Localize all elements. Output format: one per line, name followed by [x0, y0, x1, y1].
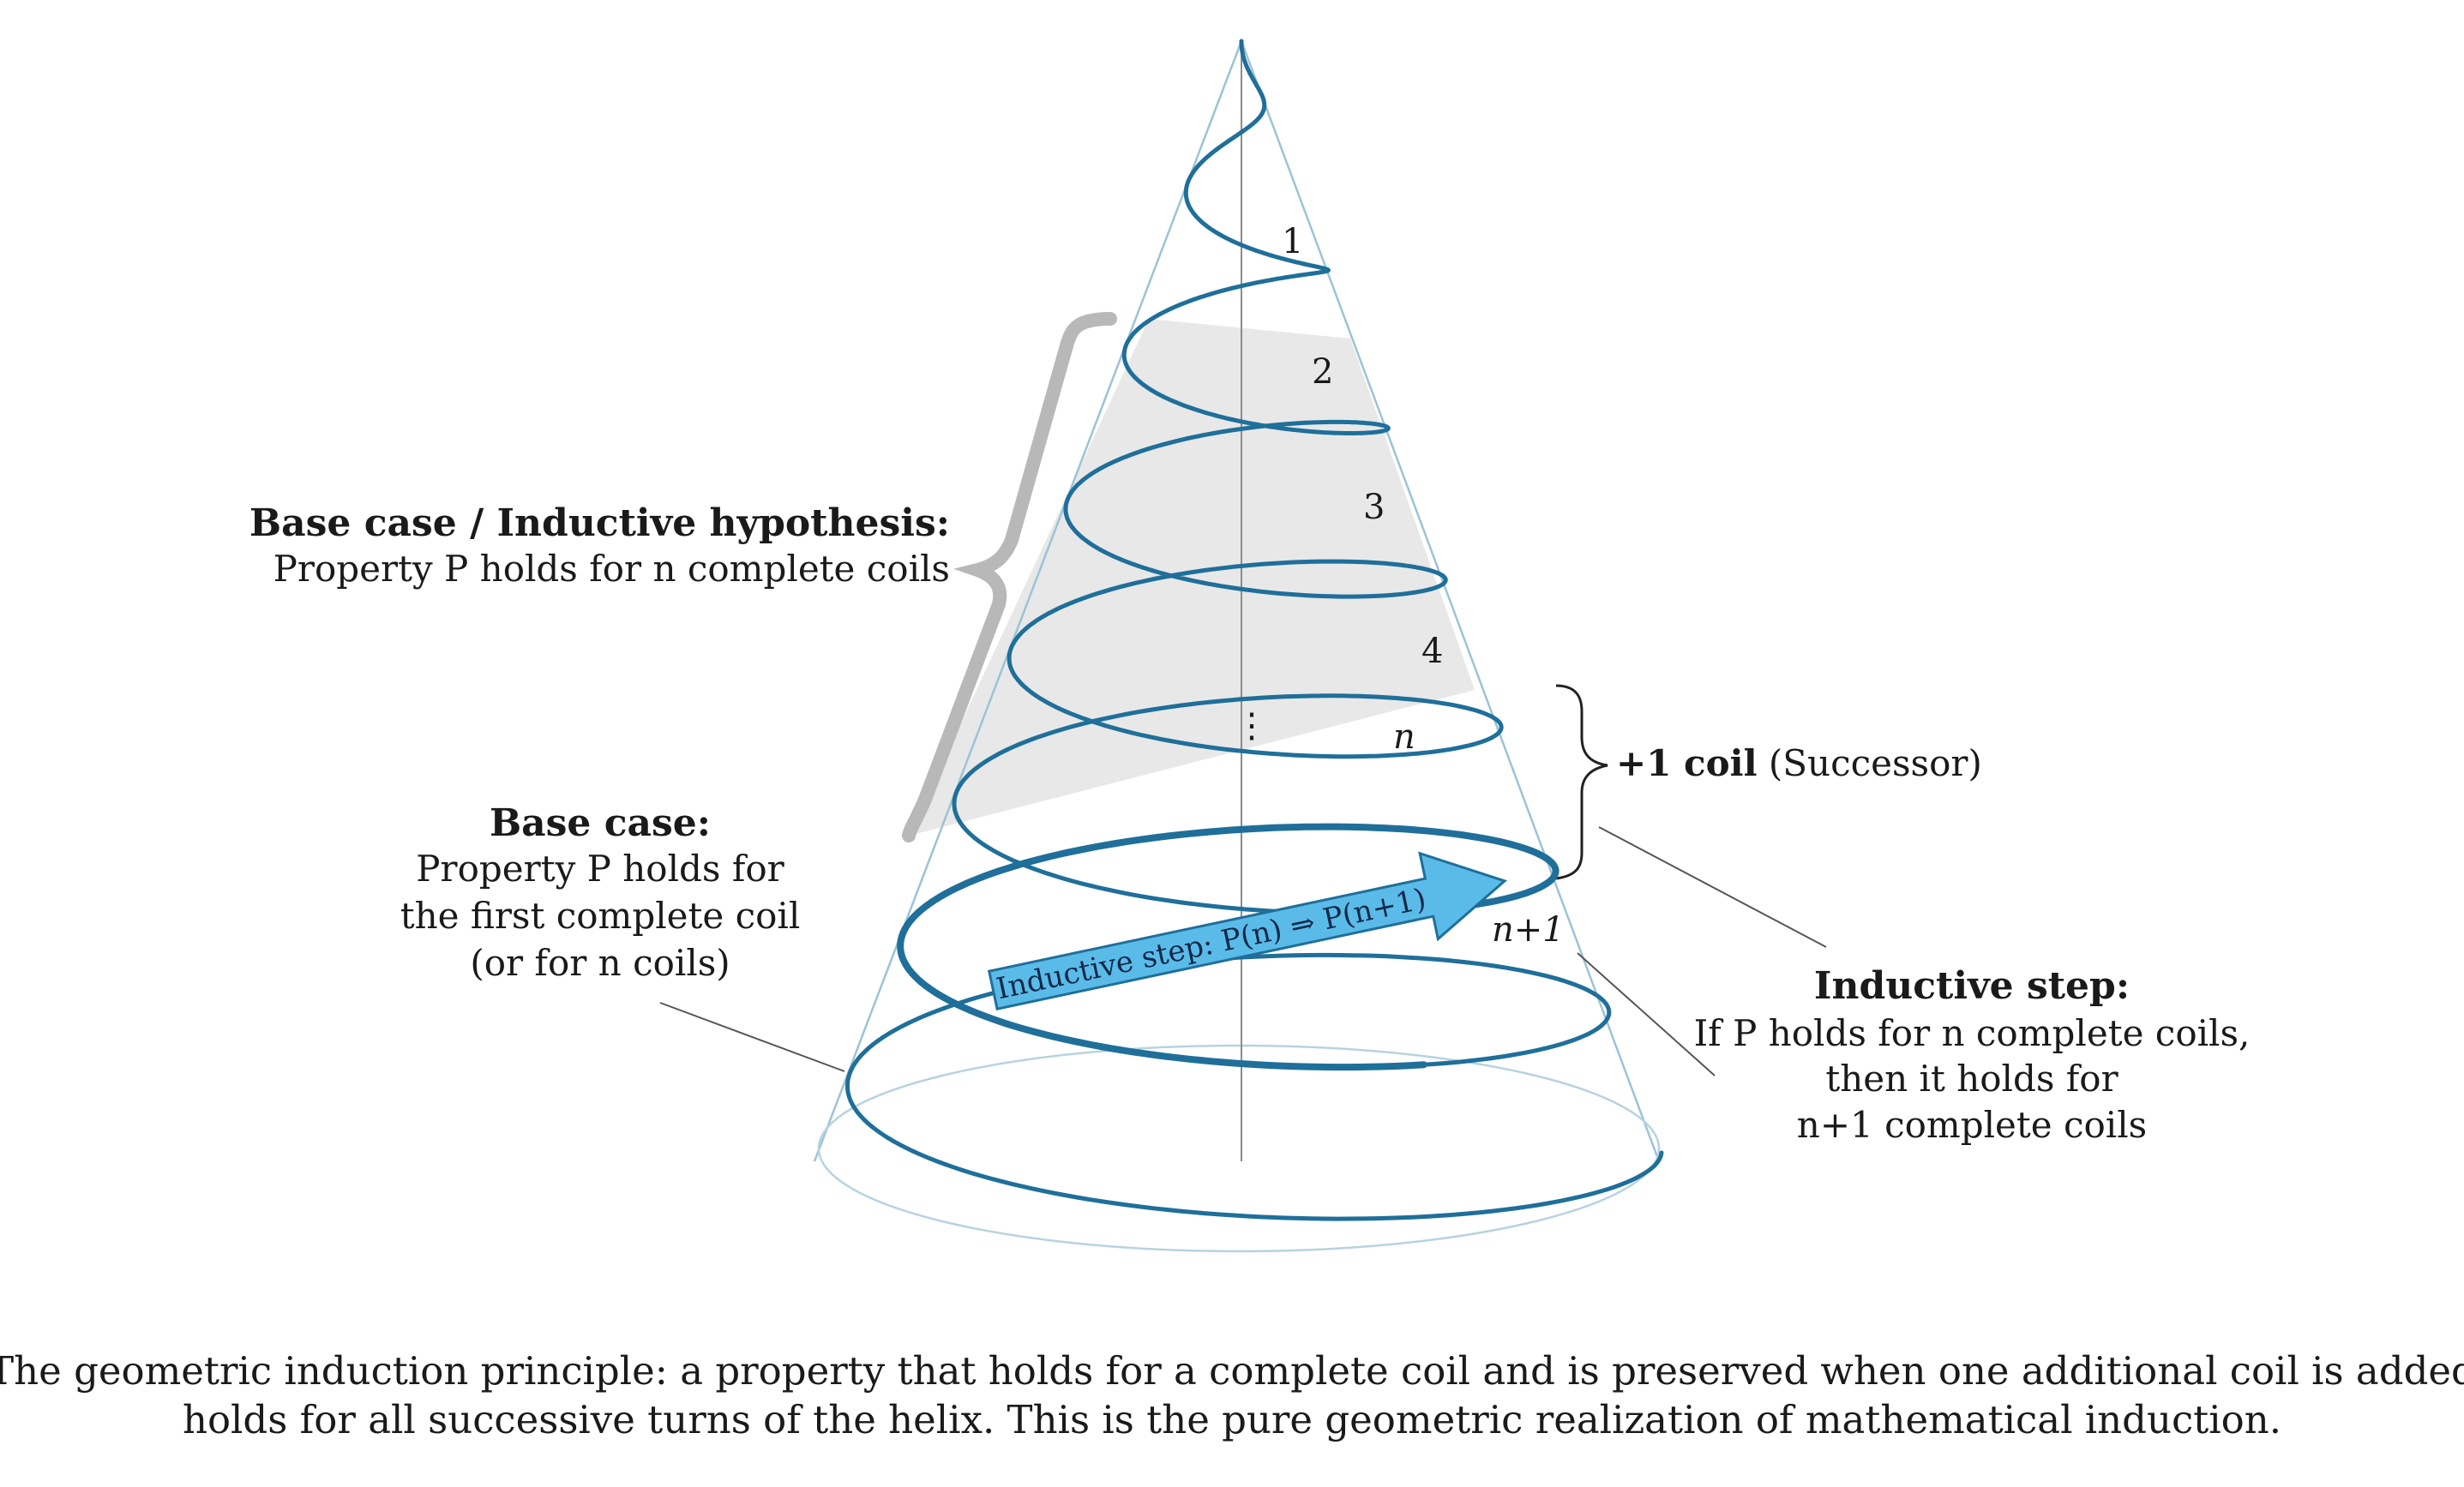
inductive-step-arrow-shape	[987, 851, 1507, 1010]
caption-line2: holds for all successive turns of the he…	[183, 1397, 2281, 1442]
cone-edge-left	[813, 40, 1243, 1162]
coil-label-3: 3	[1363, 488, 1385, 527]
inductive-step-arrow-label: Inductive step: P(n) ⇒ P(n+1)	[994, 882, 1429, 1006]
cone-edge-right	[1240, 40, 1661, 1162]
inductive-step-title: Inductive step:	[1814, 964, 2130, 1008]
helix-coils	[844, 39, 1664, 1221]
coil-label-n-plus-1: n+1	[1492, 910, 1565, 950]
helix-segment	[952, 39, 1504, 915]
coil-label-dots: ⋮	[1235, 706, 1269, 746]
coil-label-1: 1	[1282, 222, 1303, 261]
coil-label-2: 2	[1312, 352, 1333, 392]
hypothesis-brace	[902, 312, 1117, 842]
base-case-leader	[659, 1002, 845, 1072]
successor-label-rest: (Successor)	[1758, 742, 1982, 784]
hypothesis-title: Base case / Inductive hypothesis:	[249, 501, 950, 545]
hypothesis-line1: Property P holds for n complete coils	[273, 548, 950, 590]
base-case-title: Base case:	[490, 801, 711, 845]
inductive-step-leader	[1577, 952, 1716, 1076]
coil-label-4: 4	[1421, 632, 1443, 671]
inductive-step-line2: then it holds for	[1825, 1058, 2118, 1100]
caption-line1: The geometric induction principle: a pro…	[0, 1348, 2464, 1394]
inductive-step-line3: n+1 complete coils	[1797, 1104, 2147, 1146]
coil-label-n: n	[1393, 717, 1415, 757]
base-case-line3: (or for n coils)	[470, 942, 730, 984]
successor-leader	[1598, 826, 1827, 948]
inductive-step-arrow: Inductive step: P(n) ⇒ P(n+1)	[987, 851, 1507, 1010]
successor-label-bold: +1 coil	[1616, 742, 1758, 784]
helix-segment	[897, 823, 1560, 1071]
successor-brace	[1555, 684, 1608, 880]
base-case-line2: the first complete coil	[400, 895, 801, 937]
base-case-line1: Property P holds for	[416, 848, 784, 890]
helix-segment	[844, 952, 1664, 1221]
cone-base-ellipse	[817, 1044, 1661, 1253]
successor-label: +1 coil (Successor)	[1616, 742, 1982, 784]
inductive-step-line1: If P holds for n complete coils,	[1694, 1012, 2251, 1054]
